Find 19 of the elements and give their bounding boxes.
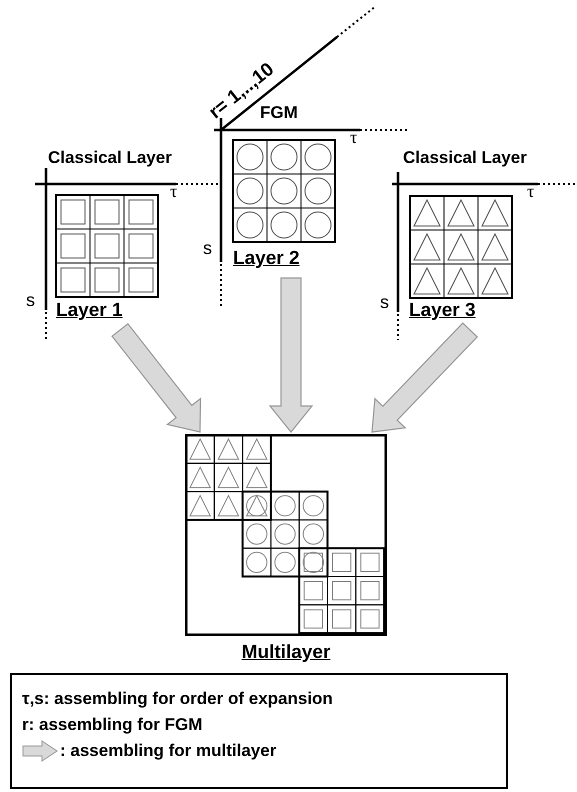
axis-label: s [380, 292, 389, 313]
block-arrow [371, 322, 478, 433]
legend-text: : assembling for multilayer [60, 741, 276, 761]
block-arrow [111, 322, 202, 433]
block-arrow [268, 277, 314, 433]
axis-label: τ [527, 181, 534, 202]
layer-label: Layer 3 [409, 300, 476, 322]
legend-text: r: assembling for FGM [22, 715, 202, 735]
axis-label: s [203, 238, 212, 259]
axis-label: τ [170, 181, 178, 202]
layer-label: Layer 1 [56, 300, 123, 322]
legend-text: τ,s: assembling for order of expansion [22, 689, 333, 709]
layer-heading: Classical Layer [403, 148, 527, 168]
layer-heading: Classical Layer [48, 148, 172, 168]
layer-label: Layer 2 [233, 248, 300, 270]
layer-heading: FGM [260, 103, 298, 123]
layer-label: Multilayer [240, 642, 332, 664]
axis-label: τ [350, 127, 358, 148]
axis-label: s [26, 290, 35, 311]
